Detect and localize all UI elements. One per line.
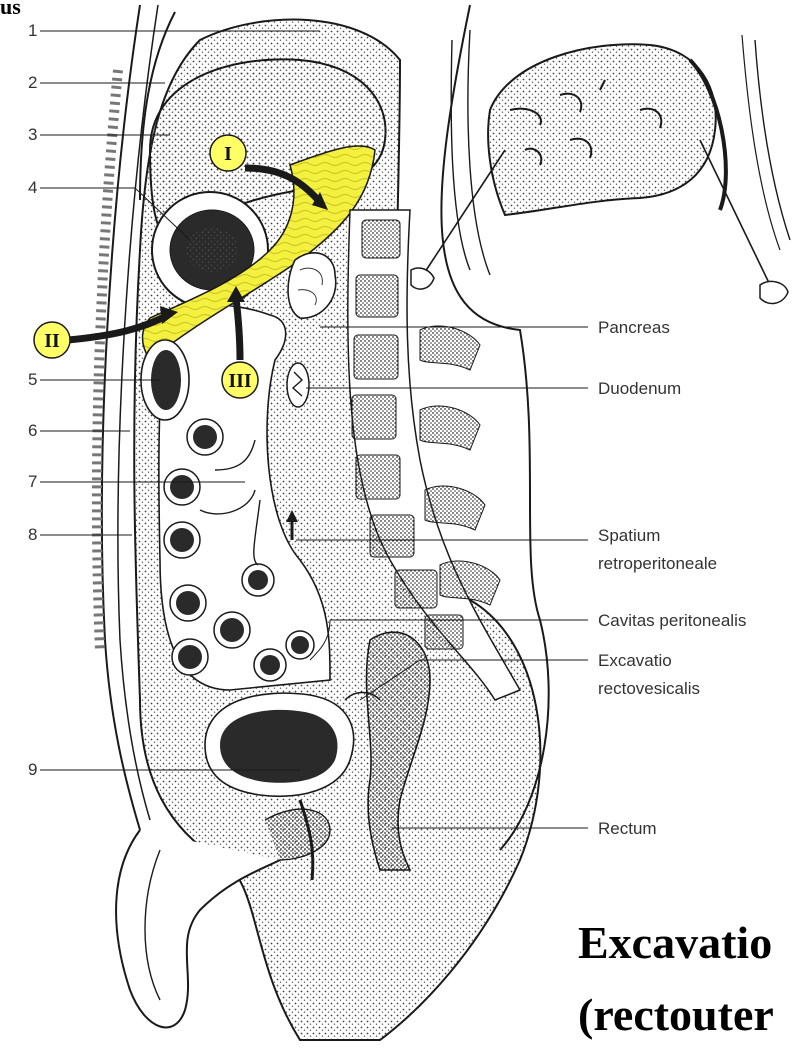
marker-I-text: I <box>224 143 232 165</box>
duodenum <box>287 363 309 407</box>
marker-III-text: III <box>228 370 252 392</box>
num-3: 3 <box>28 125 37 144</box>
caption: Excavatio (rectouter <box>578 917 774 1040</box>
num-5: 5 <box>28 370 37 389</box>
num-4: 4 <box>28 178 37 197</box>
num-6: 6 <box>28 421 37 440</box>
label-duodenum: Duodenum <box>598 379 681 398</box>
inset-liver <box>488 44 716 215</box>
num-7: 7 <box>28 472 37 491</box>
label-cavitas: Cavitas peritonealis <box>598 611 746 630</box>
corner-text: us <box>0 0 21 19</box>
label-rectum: Rectum <box>598 819 657 838</box>
label-excavatio-1: Excavatio <box>598 651 672 670</box>
num-9: 9 <box>28 760 37 779</box>
label-pancreas: Pancreas <box>598 318 670 337</box>
marker-II-text: II <box>44 330 60 352</box>
num-8: 8 <box>28 525 37 544</box>
main-section <box>68 5 549 1040</box>
label-spatium-2: retroperitoneale <box>598 554 717 573</box>
num-1: 1 <box>28 21 37 40</box>
caption-line-2: (rectouter <box>578 989 774 1040</box>
num-2: 2 <box>28 73 37 92</box>
label-spatium-1: Spatium <box>598 526 660 545</box>
genitalia <box>116 830 280 1027</box>
inset-diagram <box>411 30 790 304</box>
label-excavatio-2: rectovesicalis <box>598 679 700 698</box>
arrow-III <box>236 298 240 360</box>
caption-line-1: Excavatio <box>578 917 772 968</box>
